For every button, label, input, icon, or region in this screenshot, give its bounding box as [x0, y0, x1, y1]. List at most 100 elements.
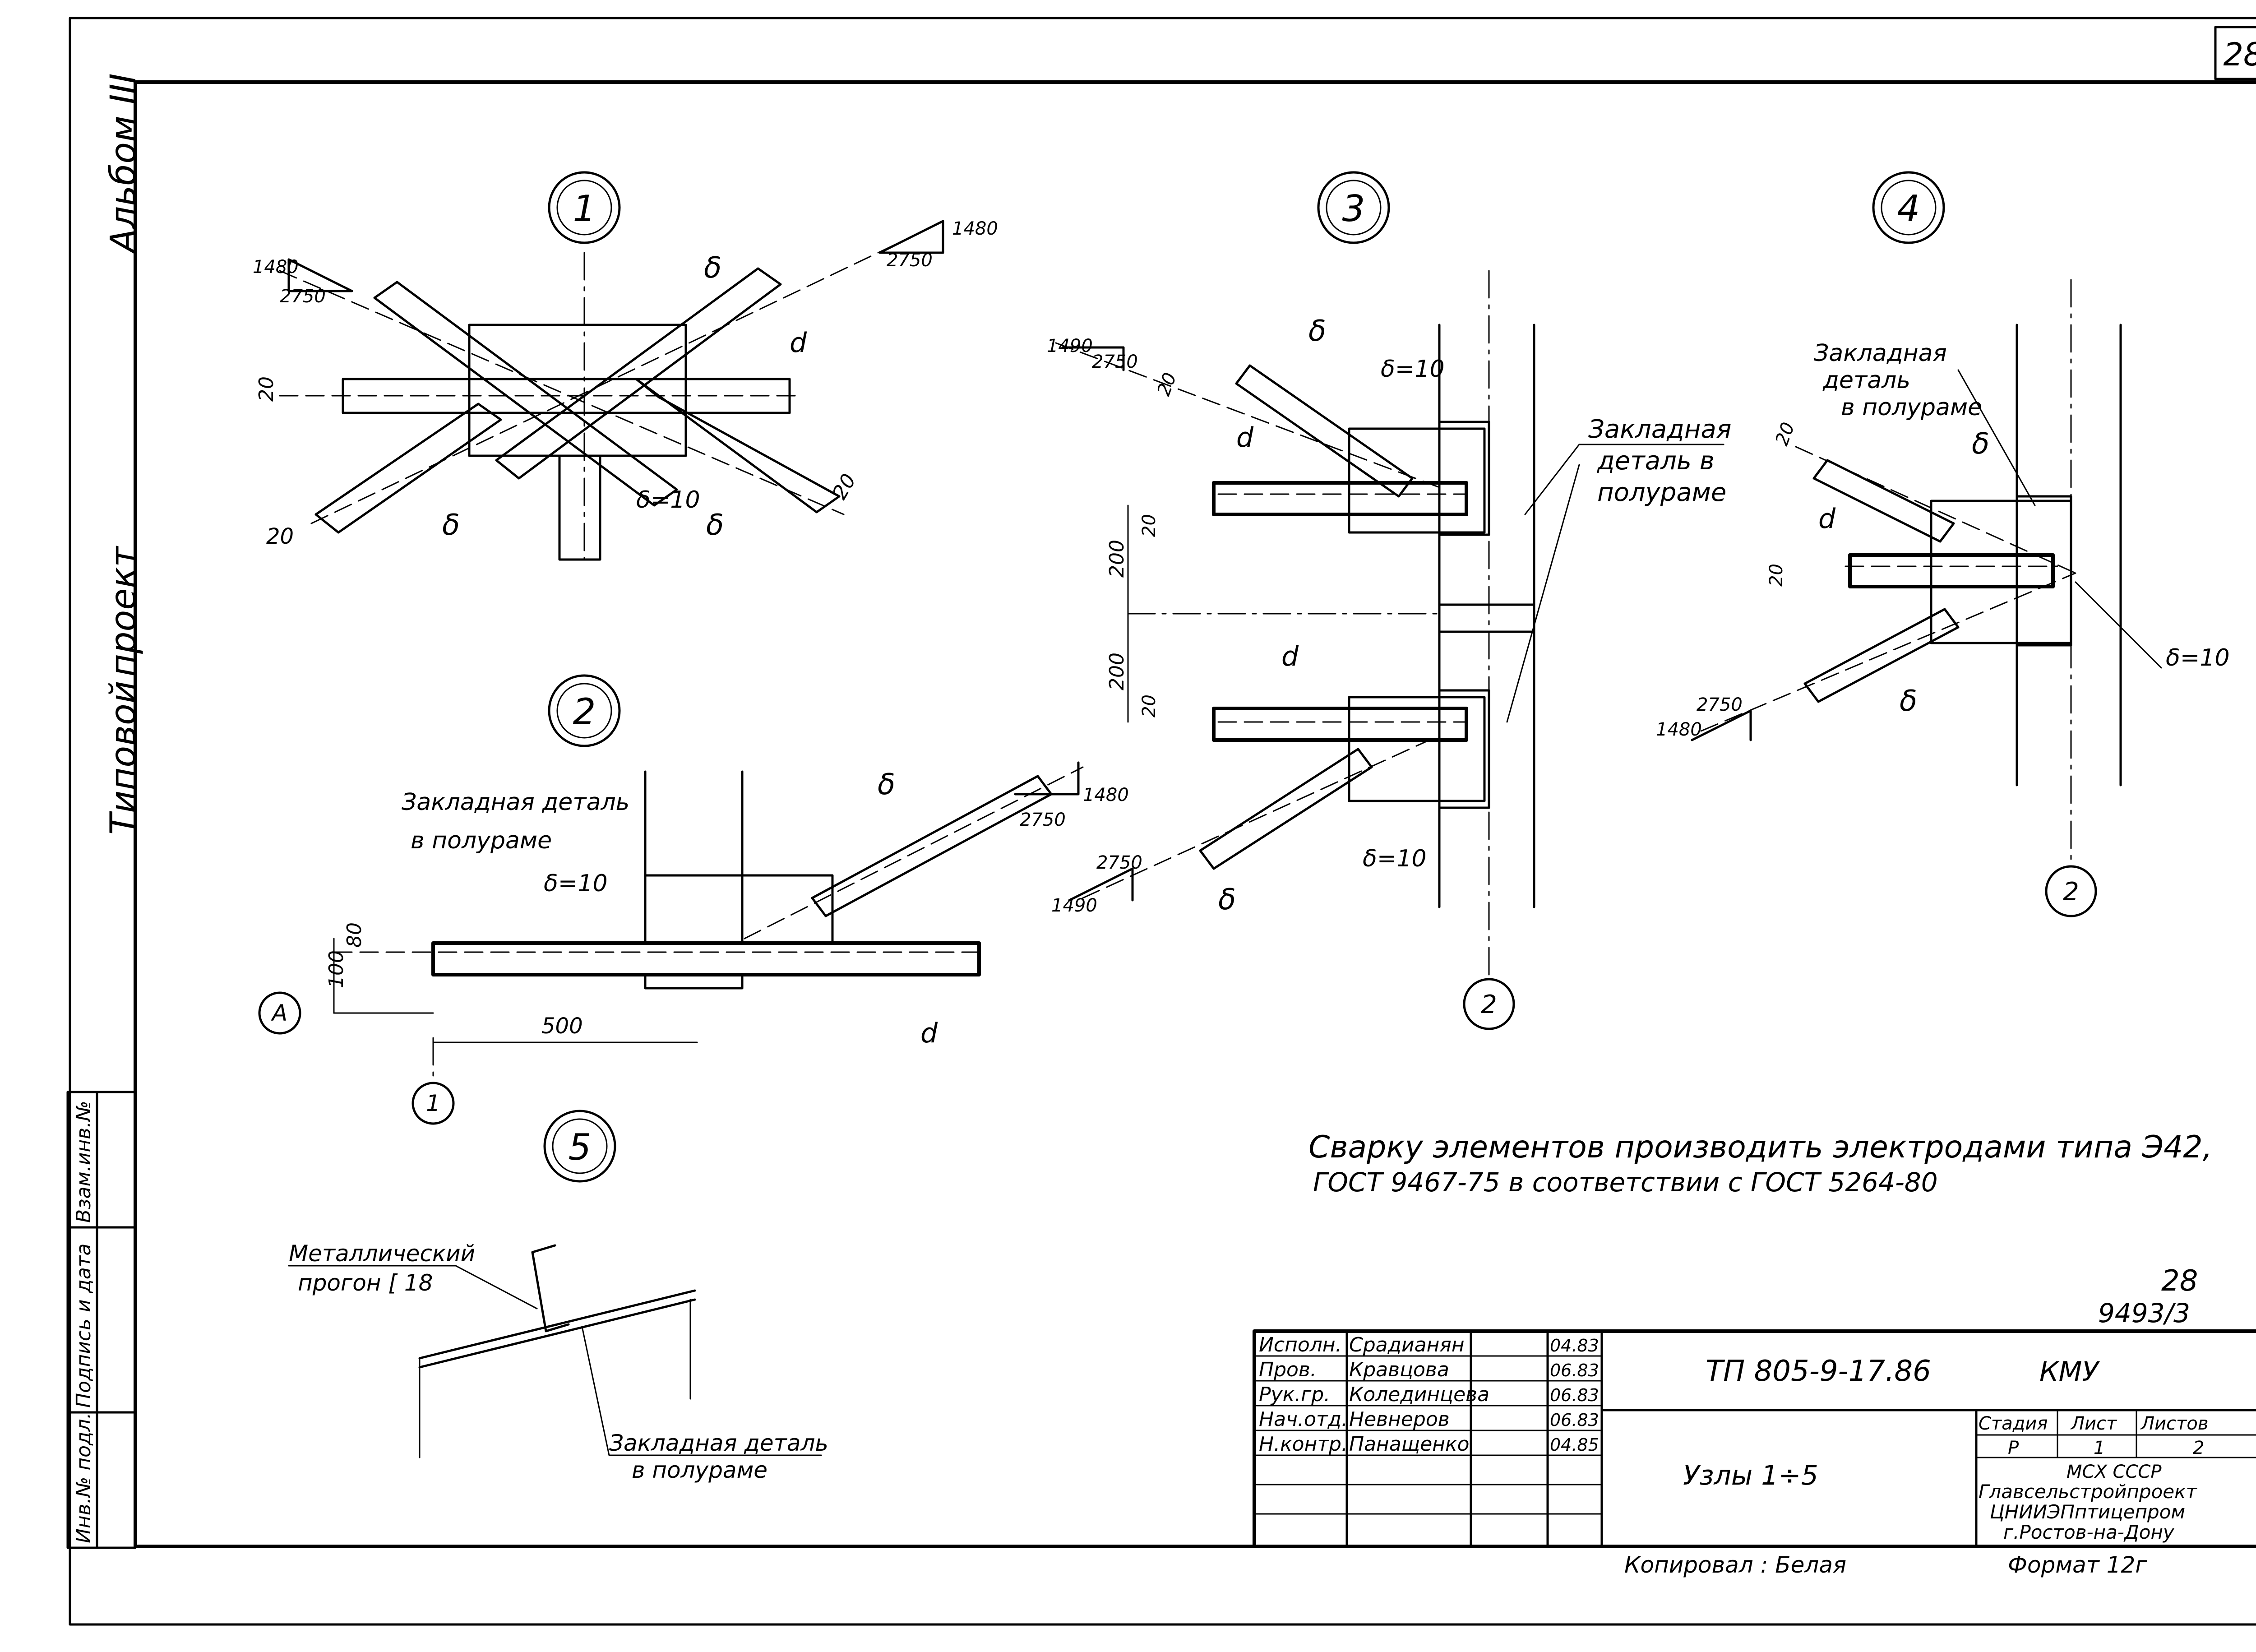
svg-text:1480: 1480	[1656, 719, 1702, 740]
svg-text:δ=10: δ=10	[1363, 845, 1427, 872]
svg-text:1: 1	[426, 1090, 440, 1116]
svg-text:δ: δ	[706, 509, 724, 542]
row4-date: 06.83	[1550, 1410, 1599, 1430]
side-stamp-col3: Взам.инв.№	[72, 1101, 95, 1223]
row4-role: Нач.отд.	[1259, 1408, 1348, 1431]
svg-text:2: 2	[573, 691, 596, 733]
svg-text:Р: Р	[2008, 1438, 2019, 1458]
svg-text:δ: δ	[1972, 427, 1989, 461]
row2-date: 06.83	[1550, 1360, 1599, 1380]
svg-text:Закладная: Закладная	[1814, 340, 1947, 367]
row5-role: Н.контр.	[1259, 1433, 1348, 1456]
row3-role: Рук.гр.	[1259, 1383, 1330, 1406]
svg-text:200: 200	[1105, 652, 1128, 690]
svg-text:1480: 1480	[1083, 785, 1129, 805]
svg-text:полураме: полураме	[1597, 478, 1726, 507]
axis-2-marker-n3	[1463, 978, 1515, 1030]
svg-text:20: 20	[1771, 420, 1799, 449]
svg-text:80: 80	[343, 922, 366, 948]
row3-name: Колединцева	[1349, 1383, 1489, 1406]
side-stamp-col2: Подпись и дата	[72, 1244, 95, 1408]
row2-name: Кравцова	[1349, 1358, 1449, 1381]
svg-text:Закладная деталь: Закладная деталь	[609, 1430, 828, 1456]
row1-name: Срадианян	[1349, 1333, 1465, 1356]
svg-text:δ=10: δ=10	[636, 486, 700, 514]
node-3-detail: 3 1490 2750 1490 2750 200 200 20	[1047, 171, 1732, 1030]
svg-text:2: 2	[2193, 1438, 2204, 1458]
svg-text:d: d	[1236, 422, 1254, 453]
axis-2-marker-n4	[2045, 865, 2097, 917]
svg-text:δ: δ	[878, 768, 895, 801]
svg-text:Листов: Листов	[2140, 1413, 2208, 1434]
node-4-detail: 4 1480 2750 Закладная деталь в полураме …	[1656, 171, 2230, 917]
svg-text:δ=10: δ=10	[2166, 644, 2230, 671]
row3-date: 06.83	[1550, 1385, 1599, 1405]
doc-title: Узлы 1÷5	[1683, 1460, 1818, 1491]
svg-text:г.Ростов-на-Дону: г.Ростов-на-Дону	[2003, 1521, 2175, 1543]
svg-text:в полураме: в полураме	[411, 827, 552, 854]
page-number: 28	[2223, 36, 2256, 73]
doc-mark: КМУ	[2039, 1356, 2100, 1388]
svg-text:деталь: деталь	[1822, 367, 1910, 394]
svg-text:4: 4	[1897, 188, 1920, 230]
svg-text:2750: 2750	[1020, 810, 1066, 830]
axis-1-marker	[411, 1082, 455, 1125]
svg-text:МСХ СССР: МСХ СССР	[2066, 1462, 2162, 1482]
node-5-detail: 5 Металлический прогон [ 18 Закладная де…	[288, 1110, 828, 1483]
row2-role: Пров.	[1259, 1358, 1317, 1381]
svg-text:20: 20	[266, 524, 294, 549]
row5-name: Панащенко	[1349, 1433, 1470, 1456]
axis-A-marker	[258, 991, 301, 1035]
svg-text:δ=10: δ=10	[544, 870, 608, 897]
svg-text:δ: δ	[704, 251, 721, 285]
svg-text:2750: 2750	[887, 250, 933, 271]
svg-text:d: d	[1818, 503, 1836, 535]
svg-text:δ: δ	[1308, 315, 1326, 348]
svg-text:20: 20	[1153, 370, 1181, 399]
svg-text:1490: 1490	[1047, 336, 1093, 356]
svg-text:Металлический: Металлический	[289, 1240, 475, 1267]
row5-date: 04.85	[1550, 1435, 1599, 1455]
svg-text:Главсельстройпроект: Главсельстройпроект	[1979, 1481, 2197, 1503]
welding-note-line2: ГОСТ 9467-75 в соответствии с ГОСТ 5264-…	[1313, 1167, 1938, 1198]
svg-text:100: 100	[325, 950, 348, 988]
svg-text:2: 2	[1481, 990, 1497, 1019]
svg-text:A: A	[271, 1000, 287, 1026]
svg-text:d: d	[920, 1018, 938, 1049]
row1-date: 04.83	[1550, 1336, 1599, 1356]
svg-text:1480: 1480	[952, 218, 998, 239]
svg-text:Лист: Лист	[2070, 1413, 2117, 1434]
svg-text:Закладная: Закладная	[1588, 415, 1732, 444]
node-2-marker	[548, 674, 621, 747]
svg-text:Закладная деталь: Закладная деталь	[402, 789, 629, 816]
svg-text:прогон [ 18: прогон [ 18	[298, 1270, 433, 1296]
svg-text:20: 20	[1766, 564, 1787, 587]
page-number-box	[2214, 26, 2256, 80]
svg-text:Стадия: Стадия	[1979, 1413, 2048, 1434]
welding-note-line1: Сварку элементов производить электродами…	[1308, 1129, 2212, 1165]
svg-text:d: d	[790, 327, 807, 359]
svg-text:1480: 1480	[253, 257, 299, 278]
svg-text:200: 200	[1105, 540, 1128, 578]
side-stamp: Инв.№ подл. Подпись и дата Взам.инв.№	[66, 1091, 137, 1549]
svg-text:28: 28	[2161, 1264, 2198, 1298]
node-3-marker	[1317, 171, 1390, 244]
svg-text:20: 20	[255, 376, 278, 402]
svg-text:3: 3	[1342, 188, 1365, 230]
node-2-detail: 2 1480 2750 δ Закладная деталь в полурам…	[258, 674, 1129, 1125]
side-stamp-col1: Инв.№ подл.	[72, 1412, 95, 1543]
svg-text:δ=10: δ=10	[1381, 356, 1445, 383]
project-type-2: проект	[103, 546, 144, 677]
node-1-detail: 1 1480 2750 1480 2750 δ d δ=10 δ δ 20 20…	[253, 171, 998, 561]
svg-text:2750: 2750	[1096, 852, 1142, 873]
svg-text:20: 20	[1139, 694, 1160, 717]
svg-text:δ: δ	[442, 509, 460, 542]
svg-text:1: 1	[2094, 1438, 2105, 1458]
svg-text:2750: 2750	[280, 286, 326, 307]
svg-text:20: 20	[1139, 514, 1160, 537]
svg-text:δ: δ	[1900, 685, 1917, 718]
copied-by: Копировал : Белая	[1624, 1552, 1846, 1578]
title-block: 28 9493/3 Исполн. Срадианян 04.83 Пров. …	[1253, 1264, 2256, 1548]
svg-text:20: 20	[828, 470, 860, 504]
